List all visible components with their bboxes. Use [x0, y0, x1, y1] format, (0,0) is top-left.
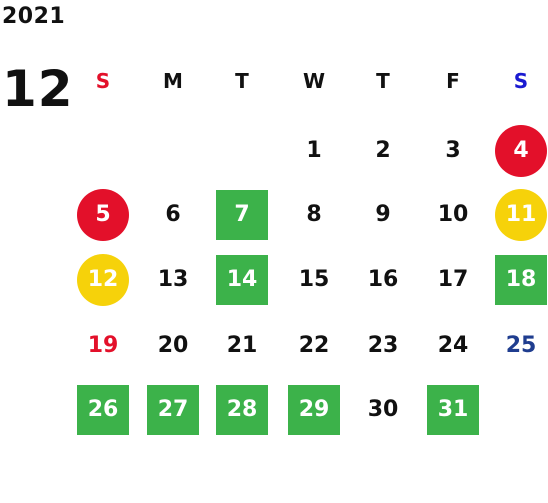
green-day-marker	[216, 190, 268, 240]
day-cell-9[interactable]: 9	[356, 190, 410, 240]
day-cell-23[interactable]: 23	[356, 321, 410, 371]
day-cell-11[interactable]: 11	[494, 189, 548, 241]
red-day-marker	[495, 125, 547, 177]
day-number: 1	[306, 138, 322, 163]
day-number: 26	[87, 397, 119, 422]
day-cell-27[interactable]: 27	[146, 385, 200, 435]
day-cell-5[interactable]: 5	[76, 189, 130, 241]
day-number: 14	[226, 267, 258, 292]
day-number: 8	[306, 202, 322, 227]
weekday-header-3: W	[302, 69, 326, 93]
day-number: 5	[95, 202, 111, 227]
day-cell-16[interactable]: 16	[356, 255, 410, 305]
day-number: 23	[367, 333, 399, 358]
day-cell-14[interactable]: 14	[215, 255, 269, 305]
day-cell-10[interactable]: 10	[426, 190, 480, 240]
green-day-marker	[147, 385, 199, 435]
day-number: 7	[234, 202, 250, 227]
weekday-header-5: F	[446, 69, 460, 93]
day-cell-2[interactable]: 2	[356, 126, 410, 176]
day-number: 13	[157, 267, 189, 292]
day-number: 20	[157, 333, 189, 358]
day-number: 12	[87, 267, 119, 292]
green-day-marker	[77, 385, 129, 435]
day-cell-8[interactable]: 8	[287, 190, 341, 240]
day-cell-17[interactable]: 17	[426, 255, 480, 305]
yellow-day-marker	[495, 189, 547, 241]
day-number: 24	[437, 333, 469, 358]
day-cell-12[interactable]: 12	[76, 254, 130, 306]
day-cell-25[interactable]: 25	[494, 321, 548, 371]
day-number: 2	[375, 138, 391, 163]
day-cell-21[interactable]: 21	[215, 321, 269, 371]
day-cell-29[interactable]: 29	[287, 385, 341, 435]
day-cell-20[interactable]: 20	[146, 321, 200, 371]
day-number: 18	[505, 267, 537, 292]
green-day-marker	[288, 385, 340, 435]
day-number: 27	[157, 397, 189, 422]
day-number: 15	[298, 267, 330, 292]
day-number: 11	[505, 202, 537, 227]
day-cell-13[interactable]: 13	[146, 255, 200, 305]
day-number: 16	[367, 267, 399, 292]
day-number: 28	[226, 397, 258, 422]
day-number: 19	[87, 333, 119, 358]
day-cell-1[interactable]: 1	[287, 126, 341, 176]
day-cell-7[interactable]: 7	[215, 190, 269, 240]
day-number: 17	[437, 267, 469, 292]
green-day-marker	[216, 385, 268, 435]
weekday-header-0: S	[95, 69, 111, 93]
day-number: 4	[513, 138, 529, 163]
day-cell-24[interactable]: 24	[426, 321, 480, 371]
weekday-header-2: T	[235, 69, 249, 93]
red-day-marker	[77, 189, 129, 241]
calendar-month: 12	[2, 60, 74, 118]
day-cell-31[interactable]: 31	[426, 385, 480, 435]
day-cell-28[interactable]: 28	[215, 385, 269, 435]
weekday-header-1: M	[163, 69, 183, 93]
day-number: 30	[367, 397, 399, 422]
day-cell-15[interactable]: 15	[287, 255, 341, 305]
calendar-year: 2021	[2, 4, 66, 29]
day-cell-26[interactable]: 26	[76, 385, 130, 435]
green-day-marker	[495, 255, 547, 305]
day-number: 29	[298, 397, 330, 422]
weekday-header-6: S	[513, 69, 529, 93]
day-cell-4[interactable]: 4	[494, 125, 548, 177]
day-number: 22	[298, 333, 330, 358]
day-cell-18[interactable]: 18	[494, 255, 548, 305]
day-number: 21	[226, 333, 258, 358]
day-number: 25	[505, 333, 537, 358]
green-day-marker	[427, 385, 479, 435]
day-number: 6	[165, 202, 181, 227]
day-number: 10	[437, 202, 469, 227]
yellow-day-marker	[77, 254, 129, 306]
weekday-header-4: T	[376, 69, 390, 93]
day-cell-30[interactable]: 30	[356, 385, 410, 435]
day-cell-22[interactable]: 22	[287, 321, 341, 371]
day-number: 3	[445, 138, 461, 163]
day-cell-19[interactable]: 19	[76, 321, 130, 371]
day-number: 31	[437, 397, 469, 422]
day-number: 9	[375, 202, 391, 227]
day-cell-6[interactable]: 6	[146, 190, 200, 240]
day-cell-3[interactable]: 3	[426, 126, 480, 176]
green-day-marker	[216, 255, 268, 305]
